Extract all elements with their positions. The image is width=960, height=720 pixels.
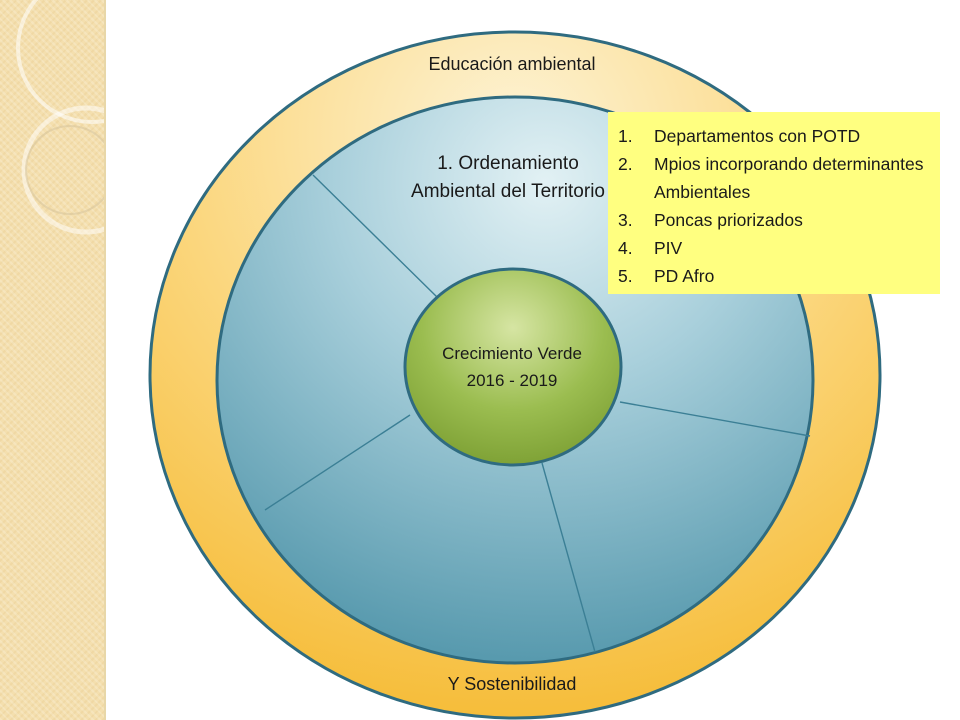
segment-divider [264,414,411,511]
center-label-line2: 2016 - 2019 [466,371,558,390]
note-item-text: Departamentos con POTD [654,126,861,146]
segment-divider [312,174,439,299]
segment-divider [619,401,811,437]
note-item: 2. Mpios incorporando determinantes Ambi… [616,150,930,206]
center-label-line1: Crecimiento Verde [442,344,582,363]
note-item-number: 1. [618,126,633,146]
note-item: 4. PIV [616,234,930,262]
outer-ring-bottom-label: Y Sostenibilidad [447,674,577,694]
note-item: 1. Departamentos con POTD [616,122,930,150]
note-item-number: 4. [618,238,633,258]
note-item-text: PIV [654,238,683,258]
note-item: 3. Poncas priorizados [616,206,930,234]
note-list: 1. Departamentos con POTD 2. Mpios incor… [616,122,930,290]
note-item-number: 5. [618,266,633,286]
note-item-number: 3. [618,210,633,230]
note-box: 1. Departamentos con POTD 2. Mpios incor… [608,112,940,294]
center-label: Crecimiento Verde 2016 - 2019 [402,340,622,394]
note-item-text: Poncas priorizados [654,210,803,230]
decorative-rings-icon [16,0,104,235]
note-item-text: Mpios incorporando determinantes Ambient… [654,154,924,202]
center-circle [403,267,623,467]
outer-ring-top-label: Educación ambiental [428,54,596,74]
segment-label-ordenamiento: 1. Ordenamiento Ambiental del Territorio [411,153,605,202]
note-item: 5. PD Afro [616,262,930,290]
note-item-number: 2. [618,154,633,174]
note-item-text: PD Afro [654,266,715,286]
decorative-side-strip [0,0,106,720]
segment-divider [541,462,596,653]
